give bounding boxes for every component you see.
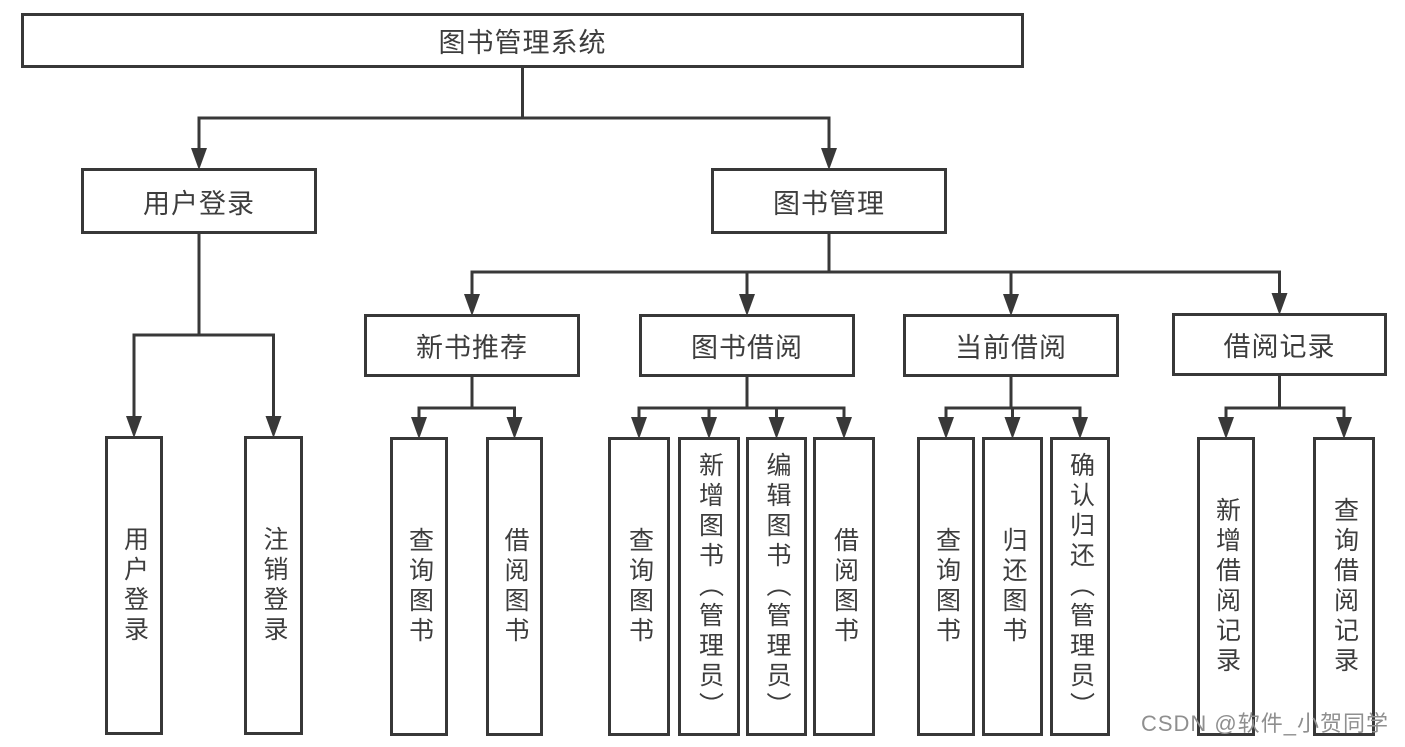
watermark: CSDN @软件_小贺同学: [1140, 711, 1389, 736]
arrowhead-current-borrow: [1003, 294, 1019, 316]
node-label-book-mgmt: 图书管理: [773, 188, 885, 219]
node-label-lf-confirm-ret: 确认归还（管理员）: [1066, 451, 1095, 722]
arrowhead-lf-borrow-a: [506, 417, 523, 439]
node-label-lf-logout: 注销登录: [260, 525, 288, 646]
node-label-book-borrow: 图书借阅: [691, 333, 803, 363]
node-lf-add-record: 新增借阅记录: [1197, 437, 1255, 736]
node-label-lf-borrow-a: 借阅图书: [501, 526, 529, 647]
node-book-borrow: 图书借阅: [639, 314, 855, 377]
node-label-new-books: 新书推荐: [416, 333, 528, 363]
node-borrow-records: 借阅记录: [1172, 313, 1387, 376]
arrowhead-book-borrow: [739, 294, 755, 316]
node-lf-edit-books: 编辑图书（管理员）: [746, 437, 807, 736]
node-lf-borrow-a: 借阅图书: [486, 437, 543, 736]
node-lf-query-record: 查询借阅记录: [1313, 437, 1375, 736]
node-label-user-login: 用户登录: [143, 188, 255, 219]
arrowhead-new-books: [464, 294, 480, 316]
node-label-lf-user-login: 用户登录: [120, 525, 149, 646]
node-current-borrow: 当前借阅: [903, 314, 1119, 377]
arrowhead-lf-edit-books: [768, 417, 785, 439]
node-lf-borrow-b: 借阅图书: [813, 437, 875, 736]
node-label-lf-borrow-b: 借阅图书: [830, 526, 859, 647]
node-label-lf-query-b: 查询图书: [625, 526, 654, 647]
arrowhead-borrow-records: [1271, 293, 1288, 315]
arrowhead-lf-query-b: [631, 417, 647, 439]
arrowhead-lf-add-record: [1218, 417, 1234, 439]
arrowhead-lf-add-books: [701, 417, 717, 439]
arrowhead-lf-return-books: [1004, 417, 1021, 439]
arrowhead-lf-logout: [265, 416, 282, 438]
node-label-current-borrow: 当前借阅: [955, 333, 1067, 363]
arrowhead-lf-user-login: [126, 416, 142, 438]
arrowhead-book-mgmt: [821, 148, 837, 170]
node-lf-return-books: 归还图书: [982, 437, 1043, 736]
node-book-mgmt: 图书管理: [711, 168, 947, 234]
node-label-lf-query-record: 查询借阅记录: [1330, 496, 1359, 677]
node-label-root: 图书管理系统: [438, 28, 607, 58]
node-label-lf-add-record: 新增借阅记录: [1212, 496, 1241, 677]
node-lf-query-a: 查询图书: [390, 437, 448, 736]
arrowhead-lf-query-a: [411, 417, 427, 439]
node-lf-user-login: 用户登录: [105, 436, 163, 735]
node-new-books: 新书推荐: [364, 314, 580, 377]
node-label-lf-edit-books: 编辑图书（管理员）: [763, 451, 791, 722]
node-lf-add-books: 新增图书（管理员）: [678, 437, 740, 736]
arrowhead-lf-query-c: [938, 417, 954, 439]
node-label-borrow-records: 借阅记录: [1223, 332, 1336, 362]
arrowhead-lf-confirm-ret: [1072, 417, 1088, 439]
arrowhead-lf-borrow-b: [836, 417, 852, 439]
node-user-login: 用户登录: [81, 168, 317, 234]
node-lf-confirm-ret: 确认归还（管理员）: [1050, 437, 1110, 736]
node-label-lf-return-books: 归还图书: [999, 526, 1027, 647]
node-lf-query-c: 查询图书: [917, 437, 975, 736]
arrowhead-lf-query-record: [1336, 417, 1352, 439]
node-lf-query-b: 查询图书: [608, 437, 670, 736]
node-root: 图书管理系统: [21, 13, 1024, 68]
node-label-lf-add-books: 新增图书（管理员）: [695, 451, 724, 722]
node-label-lf-query-a: 查询图书: [405, 526, 434, 647]
node-lf-logout: 注销登录: [244, 436, 303, 735]
arrowhead-user-login: [191, 148, 207, 170]
node-label-lf-query-c: 查询图书: [932, 526, 961, 647]
